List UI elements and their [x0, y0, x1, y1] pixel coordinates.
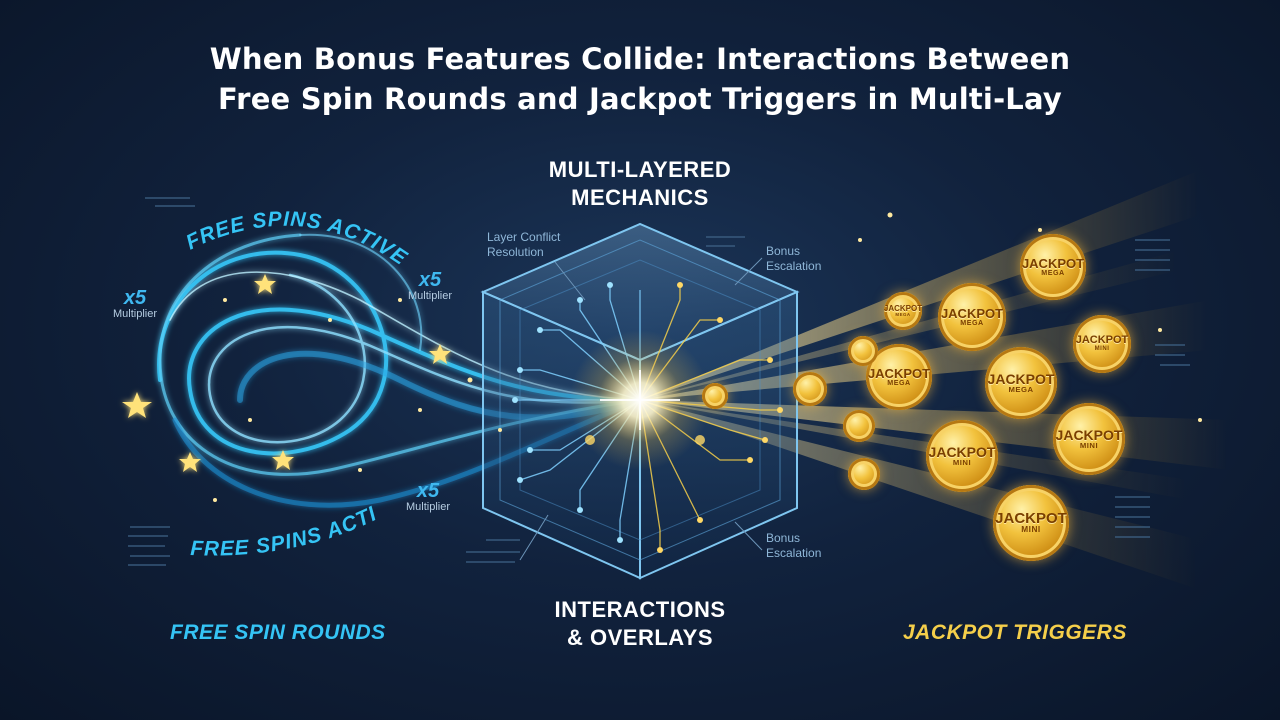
footer-free-spin-rounds: FREE SPIN ROUNDS	[170, 621, 386, 644]
jackpot-coin-icon	[793, 372, 827, 406]
footer-jackpot-triggers: JACKPOT TRIGGERS	[903, 621, 1127, 644]
callout-lines	[519, 257, 763, 561]
heading-interactions-overlays: INTERACTIONS & OVERLAYS	[554, 597, 726, 650]
multiplier-label: Multiplier	[407, 290, 452, 302]
multiplier-label: Multiplier	[405, 501, 450, 513]
jackpot-coin-icon	[848, 458, 880, 490]
page-title-line-2: Free Spin Rounds and Jackpot Triggers in…	[218, 82, 1062, 116]
callout-bonus-escalation-bottom: Bonus Escalation	[766, 531, 822, 560]
jackpot-coin-icon	[702, 383, 728, 409]
multiplier-value: x5	[418, 269, 442, 291]
circuit-cube-icon	[480, 222, 800, 580]
sparkle-dots	[213, 212, 1202, 502]
callout-bonus-escalation-top: Bonus Escalation	[766, 244, 822, 273]
heading-multi-layered-mechanics: MULTI-LAYERED MECHANICS	[548, 157, 732, 210]
sparkle-icon	[600, 370, 680, 430]
jackpot-coin-icon	[848, 336, 878, 366]
star-icon	[122, 274, 451, 472]
multiplier-value: x5	[416, 480, 440, 502]
callout-layer-conflict: Layer Conflict Resolution	[487, 230, 561, 259]
multiplier-label: Multiplier	[112, 308, 157, 320]
decor-text-blocks	[128, 197, 1190, 566]
jackpot-coin-icon	[843, 410, 875, 442]
multiplier-value: x5	[123, 287, 147, 309]
multiplier-top-right: x5 Multiplier	[395, 270, 465, 302]
page-title-line-1: When Bonus Features Collide: Interaction…	[209, 42, 1071, 76]
multiplier-left: x5 Multiplier	[100, 288, 170, 320]
multiplier-bottom-right: x5 Multiplier	[393, 481, 463, 513]
